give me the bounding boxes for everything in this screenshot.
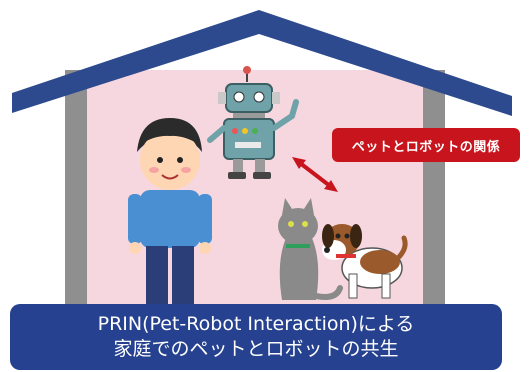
caption-line-2: 家庭でのペットとロボットの共生	[113, 338, 399, 360]
relation-callout: ペットとロボットの関係	[332, 128, 520, 162]
caption-line-1: PRIN(Pet-Robot Interaction)による	[97, 313, 415, 335]
double-arrow-icon	[292, 157, 338, 192]
boy-illustration	[128, 118, 212, 308]
dog-illustration	[322, 224, 408, 299]
caption-banner: PRIN(Pet-Robot Interaction)による 家庭でのペットとロ…	[10, 304, 502, 370]
callout-text: ペットとロボットの関係	[351, 139, 501, 155]
cat-illustration	[278, 198, 343, 300]
robot-illustration	[207, 66, 299, 179]
